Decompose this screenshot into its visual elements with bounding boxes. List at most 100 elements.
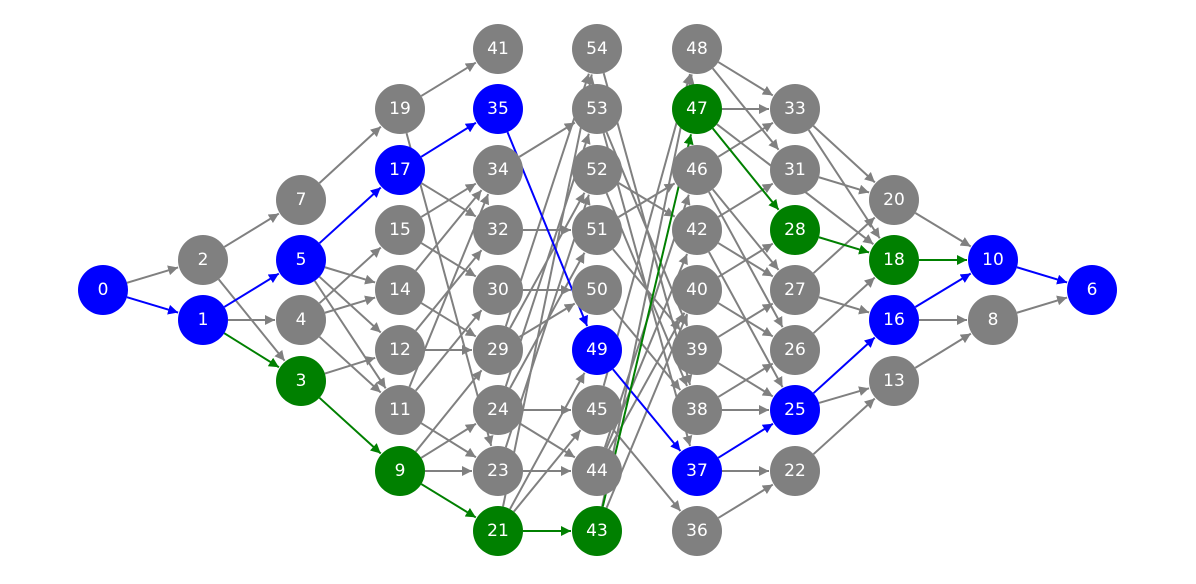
edge-17-35 — [420, 121, 477, 158]
edge-34-53 — [518, 121, 576, 158]
node-label: 36 — [686, 521, 708, 541]
node-22: 22 — [770, 446, 820, 496]
node-17: 17 — [375, 145, 425, 195]
node-51: 51 — [572, 205, 622, 255]
node-circle — [572, 446, 622, 496]
edge-3-9 — [318, 397, 382, 455]
node-3: 3 — [276, 356, 326, 406]
node-circle — [572, 24, 622, 74]
edge-11-30 — [415, 309, 483, 392]
edge-22-13 — [812, 397, 876, 455]
node-circle — [869, 356, 919, 406]
node-circle — [770, 446, 820, 496]
node-34: 34 — [473, 145, 523, 195]
node-21: 21 — [473, 506, 523, 556]
node-label: 50 — [586, 280, 608, 300]
edge-0-2 — [126, 265, 179, 284]
node-38: 38 — [672, 385, 722, 435]
node-0: 0 — [78, 265, 128, 315]
edge-1-5 — [223, 272, 280, 308]
node-label: 53 — [586, 99, 608, 119]
node-circle — [572, 385, 622, 435]
node-39: 39 — [672, 325, 722, 375]
edge-51-46 — [617, 182, 676, 218]
node-26: 26 — [770, 325, 820, 375]
node-label: 7 — [296, 190, 307, 210]
node-circle — [178, 235, 228, 285]
node-label: 21 — [487, 521, 509, 541]
node-circle — [473, 205, 523, 255]
edge-8-6 — [1016, 295, 1068, 314]
node-18: 18 — [869, 235, 919, 285]
node-label: 54 — [586, 39, 608, 59]
node-label: 38 — [686, 400, 708, 420]
node-circle — [375, 84, 425, 134]
node-circle — [572, 84, 622, 134]
edge-45-48 — [602, 73, 693, 387]
node-circle — [375, 145, 425, 195]
node-label: 42 — [686, 220, 708, 240]
node-28: 28 — [770, 205, 820, 255]
node-label: 6 — [1087, 280, 1098, 300]
node-40: 40 — [672, 265, 722, 315]
node-circle — [672, 145, 722, 195]
node-label: 2 — [198, 250, 209, 270]
node-circle — [770, 205, 820, 255]
edge-5-17 — [318, 186, 382, 244]
node-label: 41 — [487, 39, 509, 59]
node-label: 34 — [487, 160, 509, 180]
node-52: 52 — [572, 145, 622, 195]
node-label: 11 — [389, 400, 411, 420]
node-label: 28 — [784, 220, 806, 240]
node-label: 30 — [487, 280, 509, 300]
node-44: 44 — [572, 446, 622, 496]
edge-13-8 — [914, 332, 972, 369]
node-circle — [672, 325, 722, 375]
node-46: 46 — [672, 145, 722, 195]
node-circle — [1067, 265, 1117, 315]
node-label: 51 — [586, 220, 608, 240]
node-label: 10 — [982, 250, 1004, 270]
node-circle — [375, 385, 425, 435]
node-label: 24 — [487, 400, 509, 420]
edge-5-11 — [313, 280, 387, 389]
node-circle — [473, 24, 523, 74]
edge-42-31 — [717, 182, 774, 218]
node-54: 54 — [572, 24, 622, 74]
node-23: 23 — [473, 446, 523, 496]
edge-46-27 — [712, 188, 780, 271]
node-label: 39 — [686, 340, 708, 360]
node-label: 8 — [988, 310, 999, 330]
node-circle — [770, 145, 820, 195]
edge-47-28 — [711, 127, 780, 211]
node-circle — [375, 205, 425, 255]
node-label: 16 — [883, 310, 905, 330]
edge-28-18 — [818, 236, 870, 255]
node-37: 37 — [672, 446, 722, 496]
node-circle — [572, 205, 622, 255]
node-35: 35 — [473, 84, 523, 134]
node-circle — [473, 265, 523, 315]
edge-10-6 — [1016, 266, 1068, 285]
node-24: 24 — [473, 385, 523, 435]
node-50: 50 — [572, 265, 622, 315]
node-36: 36 — [672, 506, 722, 556]
edge-14-29 — [420, 302, 477, 338]
node-8: 8 — [968, 295, 1018, 345]
node-label: 35 — [487, 99, 509, 119]
node-32: 32 — [473, 205, 523, 255]
node-circle — [770, 84, 820, 134]
node-label: 26 — [784, 340, 806, 360]
edge-39-27 — [717, 302, 774, 338]
node-label: 1 — [198, 310, 209, 330]
node-29: 29 — [473, 325, 523, 375]
edge-25-13 — [818, 386, 870, 404]
edge-20-10 — [914, 212, 972, 248]
edge-46-33 — [717, 121, 774, 158]
node-label: 15 — [389, 220, 411, 240]
node-label: 43 — [586, 521, 608, 541]
node-label: 27 — [784, 280, 806, 300]
node-circle — [770, 385, 820, 435]
node-label: 18 — [883, 250, 905, 270]
node-label: 4 — [296, 310, 307, 330]
